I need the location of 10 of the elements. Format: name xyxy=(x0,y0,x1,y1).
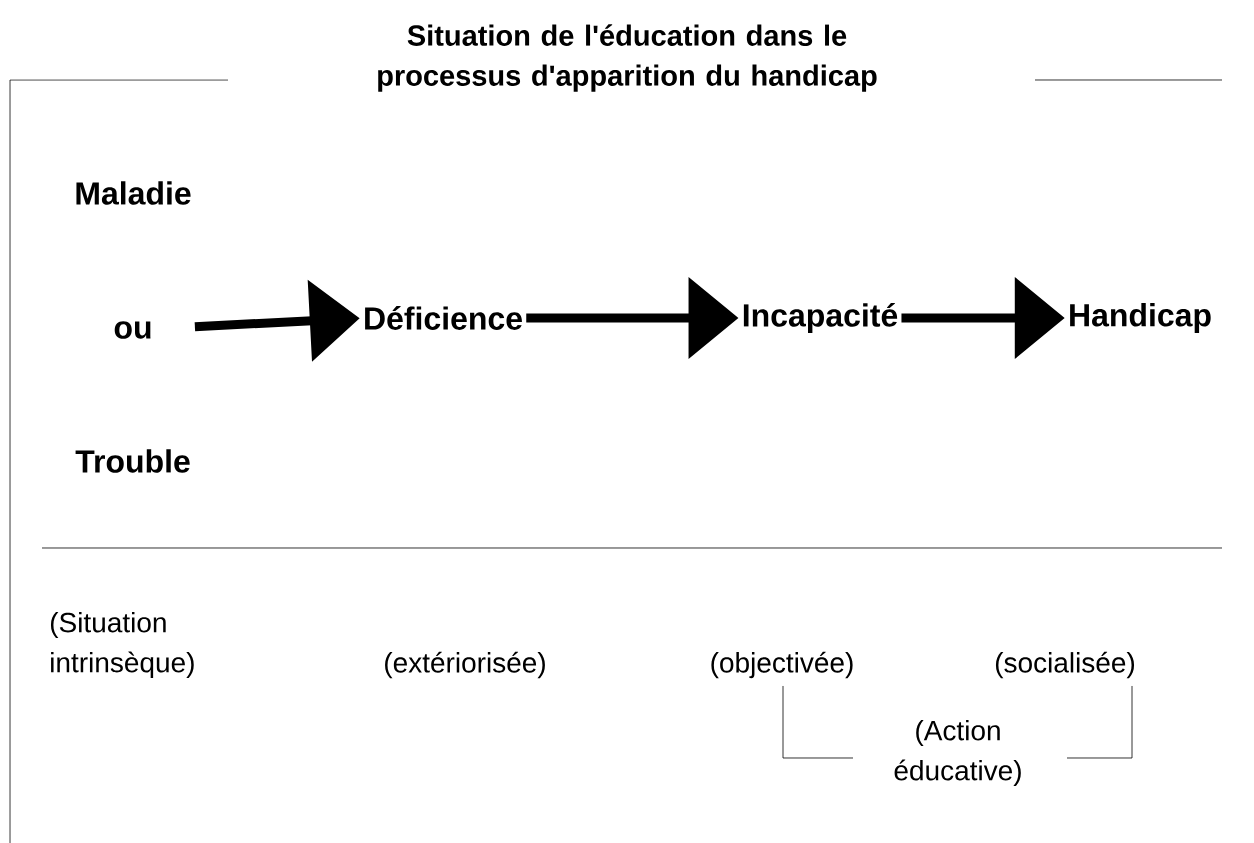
term-label: Incapacité xyxy=(743,302,898,334)
label: (extériorisée) xyxy=(385,651,545,679)
title: Situation de l'éducation dans le processus d'apparition du handicap xyxy=(378,24,877,92)
label: (objectivée) xyxy=(711,651,853,679)
label: (Action éducative) xyxy=(894,719,1021,787)
term-label: Maladie ou Trouble xyxy=(75,181,191,473)
term-label: Handicap xyxy=(1070,303,1211,333)
term-label: Déficience xyxy=(365,306,522,330)
label: (socialisée) xyxy=(995,651,1135,679)
label: (Situation intrinsèque) xyxy=(50,611,194,679)
